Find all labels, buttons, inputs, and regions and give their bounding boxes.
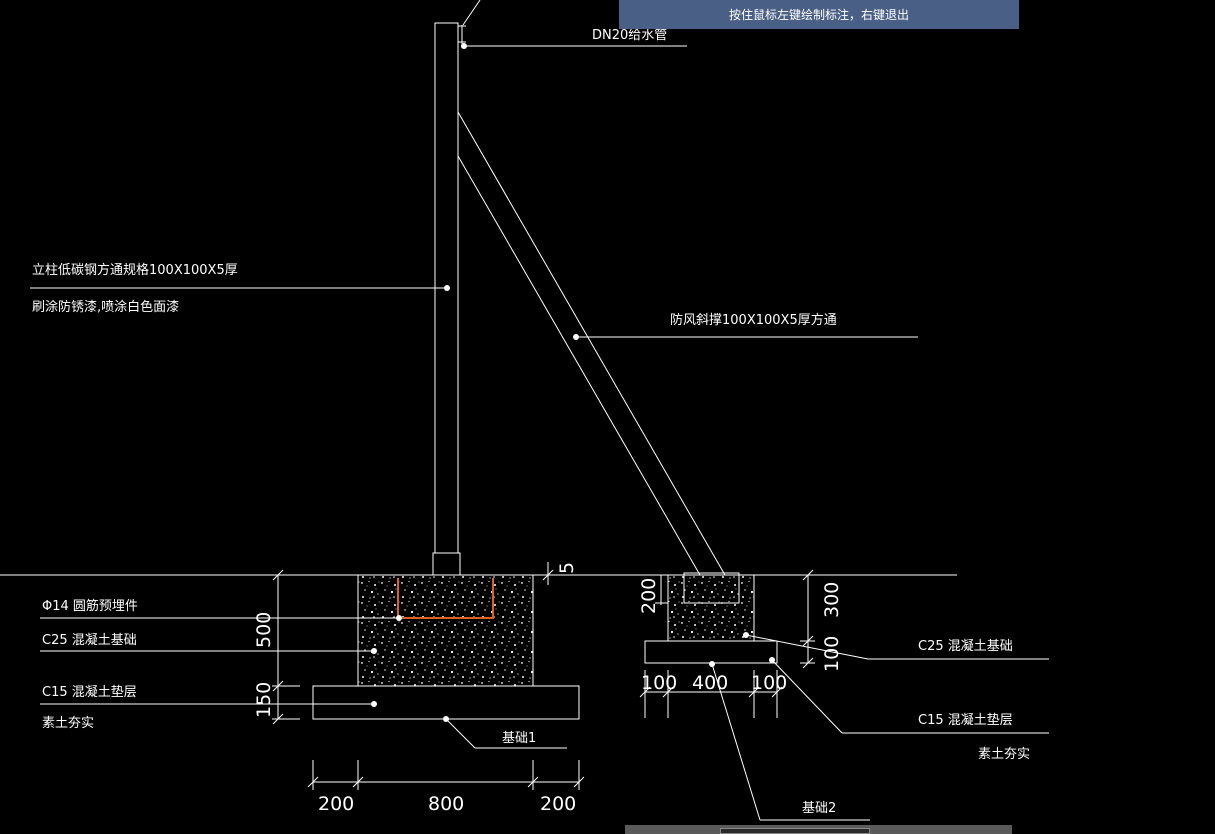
foundation1-cushion [312, 685, 580, 720]
dim-400: 400 [692, 672, 728, 694]
label-rebar: Φ14 圆筋预埋件 [42, 598, 138, 614]
dim-200-right: 200 [540, 793, 576, 815]
dim-100-right: 100 [751, 672, 787, 694]
brace-base-plate [683, 572, 740, 604]
label-soil-left: 素土夯实 [42, 716, 94, 731]
label-c15-right: C15 混凝土垫层 [918, 712, 1013, 728]
label-foundation1: 基础1 [502, 731, 536, 746]
post-base-plate [432, 552, 461, 576]
label-pipe: DN20给水管 [592, 28, 667, 43]
dim-150: 150 [253, 682, 275, 718]
wind-brace [457, 111, 726, 576]
label-post-line2: 刷涂防锈漆,喷涂白色面漆 [32, 299, 179, 315]
dim-500: 500 [253, 612, 275, 648]
foundation1-concrete [357, 574, 534, 687]
rebar-embedded-part [397, 578, 494, 619]
dim-200-v: 200 [638, 578, 660, 614]
dim-300: 300 [821, 582, 843, 618]
label-c25-right: C25 混凝土基础 [918, 638, 1013, 654]
label-post-line1: 立柱低碳钢方通规格100X100X5厚 [32, 262, 238, 278]
dim-100-v: 100 [821, 636, 843, 672]
dim-100-left: 100 [641, 672, 677, 694]
label-c25-left: C25 混凝土基础 [42, 632, 137, 648]
dim-200-left: 200 [318, 793, 354, 815]
hint-text: 按住鼠标左键绘制标注，右键退出 [728, 8, 909, 22]
scrollbar-thumb[interactable] [720, 828, 870, 834]
label-soil-right: 素土夯实 [978, 747, 1030, 762]
foundation2-cushion [644, 640, 778, 664]
foundation2-concrete [667, 574, 755, 642]
label-brace: 防风斜撑100X100X5厚方通 [670, 312, 837, 328]
bottom-scrollbar[interactable] [625, 825, 1012, 834]
dim-5: 5 [556, 562, 578, 574]
label-foundation2: 基础2 [802, 801, 836, 816]
hint-bar: 按住鼠标左键绘制标注，右键退出 [619, 0, 1019, 29]
dim-800: 800 [428, 793, 464, 815]
label-c15-left: C15 混凝土垫层 [42, 684, 137, 700]
